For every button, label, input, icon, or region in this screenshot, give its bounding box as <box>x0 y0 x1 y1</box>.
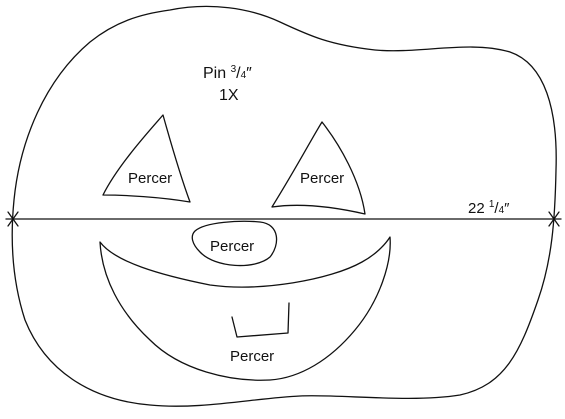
right-end-mark <box>548 211 560 227</box>
nose-label: Percer <box>210 238 254 255</box>
left-end-mark <box>7 211 19 227</box>
left-eye-cutout <box>102 114 191 203</box>
right-eye-cutout <box>271 121 366 215</box>
pumpkin-outline <box>11 5 557 407</box>
nose-cutout <box>191 220 278 267</box>
right-eye-label: Percer <box>300 170 344 187</box>
mouth-label: Percer <box>230 348 274 365</box>
pin-size-label: Pin 3/4″ <box>203 64 252 82</box>
width-dimension-label: 22 1/4″ <box>468 199 510 217</box>
left-eye-label: Percer <box>128 170 172 187</box>
quantity-label: 1X <box>219 87 239 104</box>
mouth-cutout <box>99 236 391 381</box>
tooth-notch <box>231 302 290 338</box>
